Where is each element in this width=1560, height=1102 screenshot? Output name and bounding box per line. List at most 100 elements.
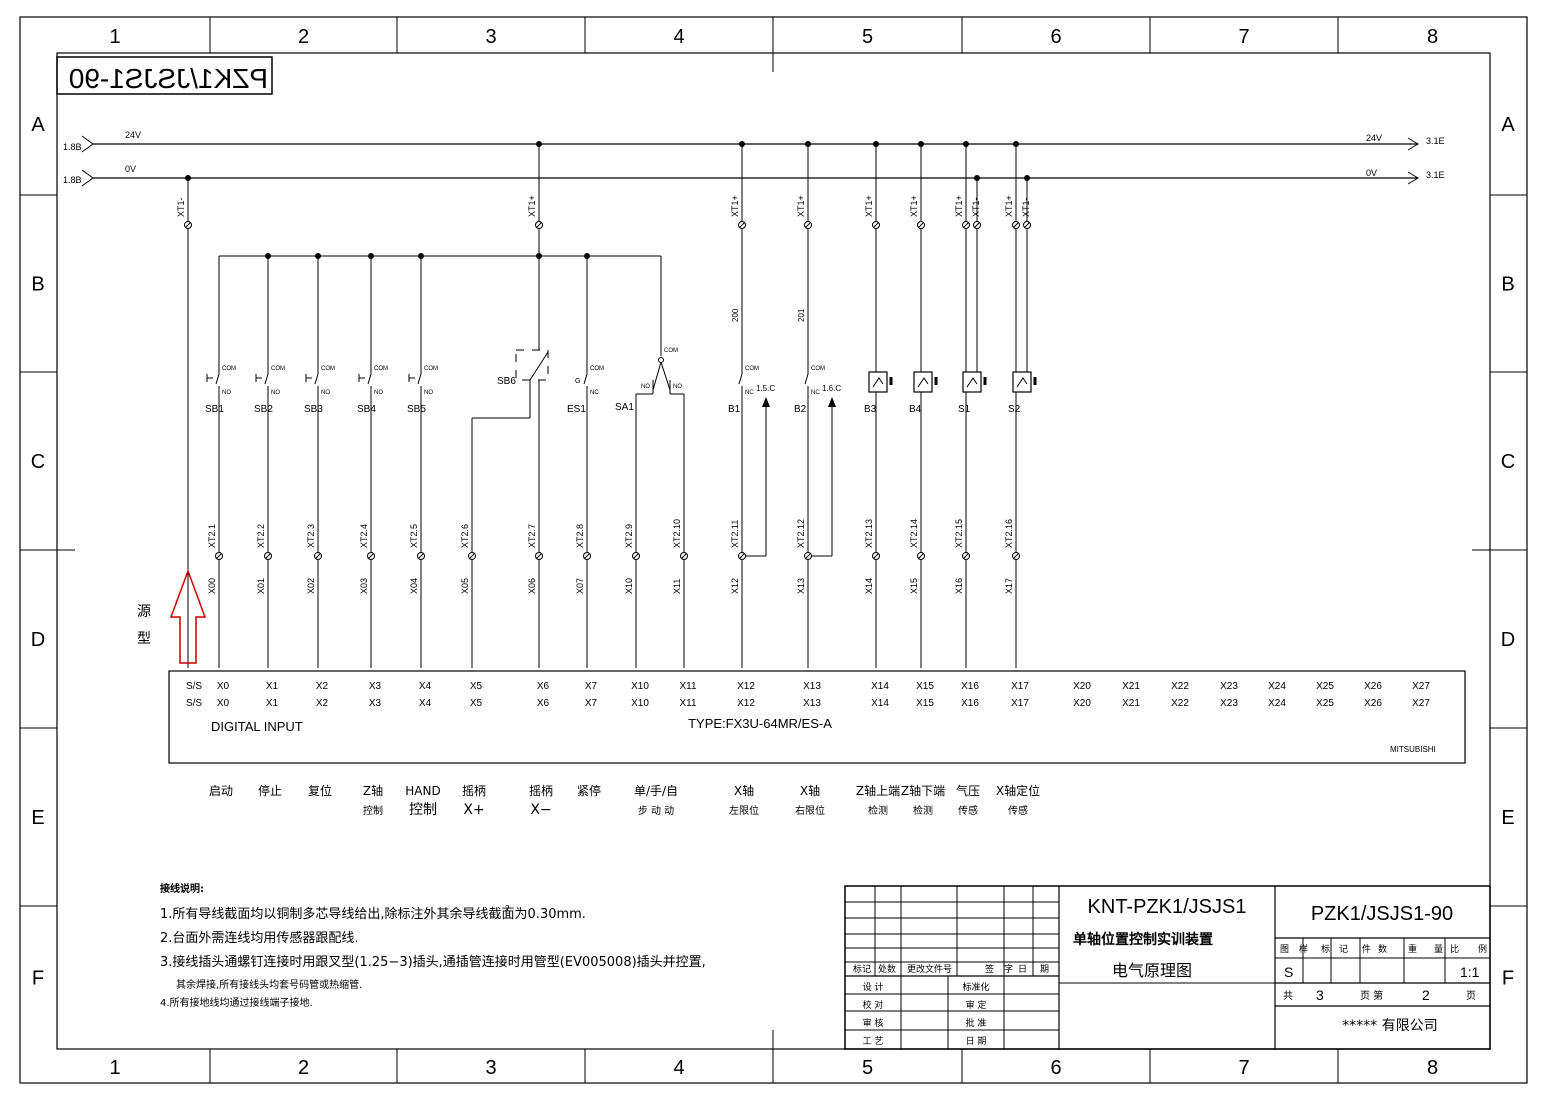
input-function-label-2: 传感	[1008, 804, 1028, 817]
plc-input-address: X03	[359, 578, 369, 594]
plc-input-address: X16	[954, 578, 964, 594]
xt2-terminal-label: XT2.8	[575, 524, 585, 548]
terminal-slash	[873, 222, 879, 228]
input-function-label-2: 检测	[913, 804, 933, 817]
plc-input-address: X17	[1004, 578, 1014, 594]
button-contact	[417, 373, 422, 385]
button-contact	[215, 373, 220, 385]
rail-24v-exit-arrow	[1407, 137, 1419, 151]
contact-com-label: COM	[222, 366, 236, 372]
attr-header: 例	[1478, 943, 1487, 955]
plc-spare-terminal-top: X26	[1364, 681, 1382, 692]
plc-terminal-bottom: X12	[737, 698, 755, 709]
contact-com-label: COM	[321, 366, 335, 372]
plc-input-block: S/SS/SX0X0X1X1X2X2X3X3X4X4X5X5X6X6X7X7X1…	[168, 670, 1466, 764]
sign-left-label: 设 计	[863, 981, 884, 993]
xt2-terminal-label: XT2.13	[864, 519, 874, 548]
xt2-terminal-label: XT2.11	[730, 520, 740, 548]
sheet-total: 3	[1316, 987, 1324, 1003]
input-function-label: 紧停	[577, 783, 601, 798]
rail-terminal-label: XT1+	[864, 195, 874, 217]
xt2-terminal-slash	[1013, 553, 1019, 559]
row-label-right: F	[1502, 968, 1514, 990]
input-function-label: 单/手/自	[634, 784, 678, 798]
sa1-arm-left	[652, 361, 662, 391]
xt2-terminal-label: XT2.16	[1004, 519, 1014, 548]
xt2-terminal-slash	[216, 553, 222, 559]
input-function-label-2: 检测	[868, 804, 888, 817]
input-function-label: 复位	[308, 783, 332, 798]
button-contact	[314, 373, 319, 385]
notes-item: 其余焊接,所有接线头均套号码管或热缩管.	[176, 978, 362, 991]
column-label-top: 8	[1427, 26, 1438, 48]
contact-no-label: NO	[673, 384, 682, 390]
xt2-terminal-slash	[873, 553, 879, 559]
device-label: SB5	[407, 404, 426, 415]
plc-terminal-top: X5	[470, 681, 483, 692]
row-label-left: F	[32, 968, 44, 990]
contact-nc-label: NC	[590, 390, 599, 396]
wire-number: 200	[731, 308, 740, 322]
notes-marker: 2	[505, 904, 510, 913]
title-block-outline	[844, 885, 1491, 1050]
input-function-label: X轴定位	[996, 783, 1040, 798]
xt2-terminal-slash	[536, 553, 542, 559]
es1-contact	[583, 373, 588, 385]
terminal-slash	[1013, 222, 1019, 228]
limit-contact	[804, 373, 809, 385]
plc-terminal-top: S/S	[186, 681, 202, 692]
plc-module-outline	[168, 670, 1466, 764]
plc-input-address: X11	[672, 579, 682, 594]
plc-input-address: X10	[624, 578, 634, 594]
plc-terminal-top: X10	[631, 681, 649, 692]
source-type-arrow	[169, 568, 207, 664]
plc-input-address: X07	[575, 578, 585, 594]
plc-terminal-top: X2	[316, 681, 329, 692]
xt2-terminal-slash	[805, 553, 811, 559]
revision-header: 标记	[853, 963, 871, 975]
sheet-end-label: 页	[1466, 990, 1476, 1002]
column-label-bottom: 4	[673, 1057, 684, 1079]
company-name: ***** 有限公司	[1342, 1018, 1437, 1034]
notes-item: 2.台面外需连线均用传感器跟配线.	[160, 930, 359, 946]
plc-spare-terminal-bottom: X27	[1412, 698, 1430, 709]
revision-header: 日	[1018, 964, 1027, 975]
input-function-label-2: 右限位	[795, 804, 825, 817]
xt2-terminal-label: XT2.5	[409, 524, 419, 548]
plc-terminal-bottom: X11	[679, 698, 696, 709]
plc-terminal-bottom: X1	[266, 698, 279, 709]
plc-input-address: X04	[409, 578, 419, 594]
column-label-bottom: 6	[1050, 1057, 1061, 1079]
cross-reference: 1.5.C	[756, 384, 775, 393]
plc-spare-terminal-bottom: X21	[1122, 698, 1140, 709]
input-function-label: HAND	[405, 784, 440, 798]
input-function-label: 摇柄	[462, 784, 486, 798]
xt2-terminal-slash	[418, 553, 424, 559]
mirrored-number-box	[56, 56, 273, 95]
column-label-top: 7	[1238, 26, 1249, 48]
rail-terminal-label: XT1-	[971, 197, 981, 217]
xt2-terminal-label: XT2.4	[359, 524, 369, 548]
plc-terminal-bottom: X13	[803, 698, 821, 709]
terminal-slash	[963, 222, 969, 228]
xt2-terminal-label: XT2.2	[256, 524, 266, 548]
rail-24v-label-right: 24V	[1366, 133, 1382, 143]
wiring-notes: 接线说明:1.所有导线截面均以铜制多芯导线给出,除标注外其余导线截面为0.30m…	[160, 882, 706, 1009]
plc-spare-terminal-bottom: X24	[1268, 698, 1286, 709]
plc-input-address: X02	[306, 578, 316, 594]
rail-terminal-label: XT1+	[909, 195, 919, 217]
project-name: 单轴位置控制实训装置	[1073, 931, 1213, 948]
plc-spare-terminal-bottom: X22	[1171, 698, 1189, 709]
input-function-label-2: X−	[530, 802, 551, 818]
revision-header: 处数	[878, 963, 896, 975]
device-label: SB3	[304, 404, 323, 415]
plc-terminal-bottom: X10	[631, 698, 649, 709]
plc-terminal-top: X17	[1011, 681, 1029, 692]
sb6-contact	[529, 351, 549, 381]
contact-no-label: NO	[641, 384, 650, 390]
scale-value: 1:1	[1460, 964, 1480, 980]
column-label-bottom: 1	[109, 1057, 120, 1079]
column-label-bottom: 8	[1427, 1057, 1438, 1079]
device-label: B2	[794, 404, 807, 415]
